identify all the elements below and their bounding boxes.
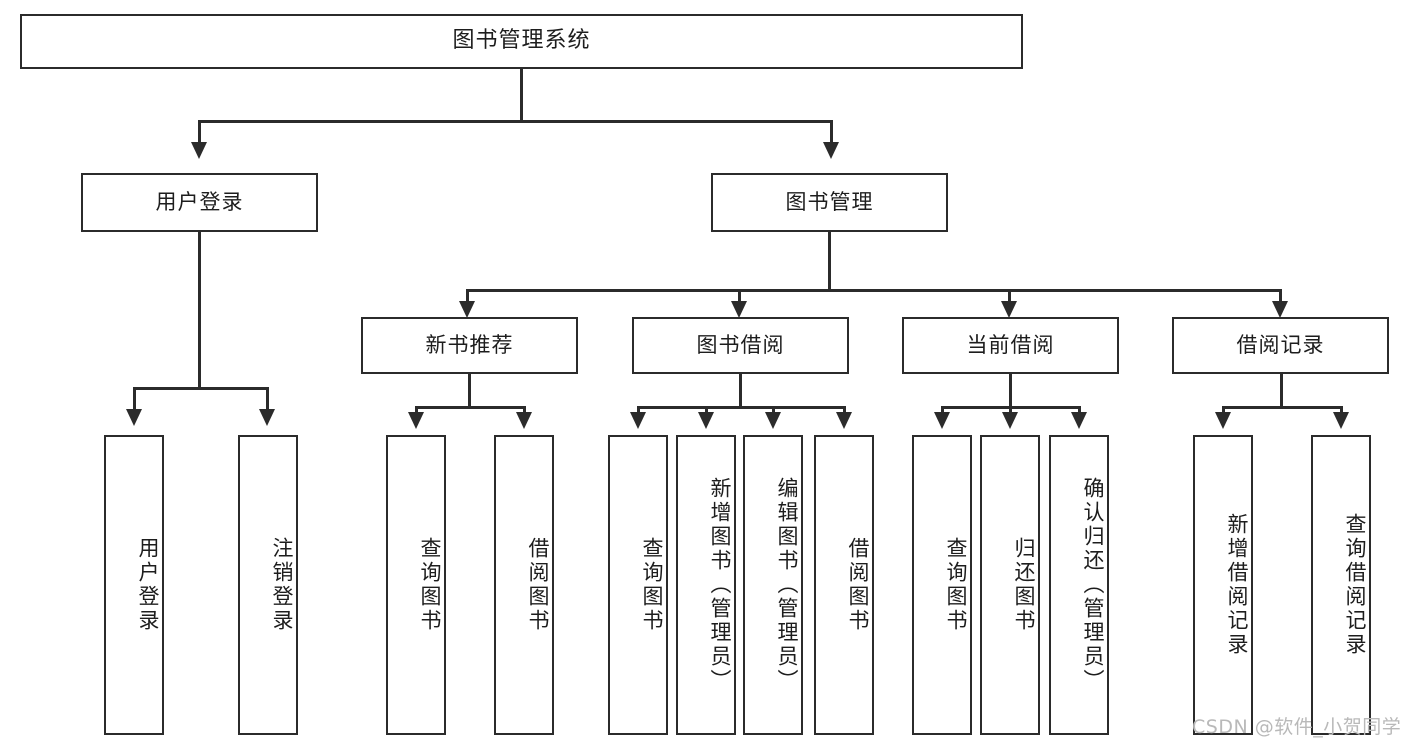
connector-bb-drop-4: [843, 406, 846, 414]
arrowhead-nbr-leaf-1: [408, 412, 424, 429]
connector-nbr-bus: [415, 406, 525, 409]
connector-book-management-stem: [828, 232, 831, 291]
leaf-nbr-query-book[interactable]: 查询图书: [386, 435, 446, 735]
connector-bm-drop-1: [466, 289, 469, 303]
leaf-bb-edit-book-admin[interactable]: 编辑图书（管理员）: [743, 435, 803, 735]
connector-bb-bus: [637, 406, 845, 409]
arrowhead-to-user-login: [191, 142, 207, 159]
leaf-nbr-borrow-book[interactable]: 借阅图书: [494, 435, 554, 735]
arrowhead-bb-leaf-1: [630, 412, 646, 429]
leaf-user-login[interactable]: 用户登录: [104, 435, 164, 735]
node-new-book-recommend[interactable]: 新书推荐: [361, 317, 578, 374]
arrowhead-cb-leaf-1: [934, 412, 950, 429]
connector-cb-drop-1: [941, 406, 944, 414]
connector-user-login-drop-2: [266, 387, 269, 411]
node-book-management[interactable]: 图书管理: [711, 173, 948, 232]
node-label: 图书管理: [785, 189, 874, 214]
connector-bm-drop-2: [738, 289, 741, 303]
arrowhead-to-current-borrow: [1001, 301, 1017, 318]
node-label: 查询图书: [640, 537, 664, 633]
connector-root-drop-left: [198, 120, 201, 144]
connector-br-drop-1: [1222, 406, 1225, 414]
connector-bm-drop-4: [1279, 289, 1282, 303]
connector-br-bus: [1222, 406, 1342, 409]
leaf-br-query-record[interactable]: 查询借阅记录: [1311, 435, 1371, 735]
arrowhead-cb-leaf-2: [1002, 412, 1018, 429]
connector-root-drop-right: [830, 120, 833, 144]
node-borrow-record[interactable]: 借阅记录: [1172, 317, 1389, 374]
node-label: 查询图书: [944, 537, 968, 633]
arrowhead-bb-leaf-4: [836, 412, 852, 429]
connector-cb-drop-2: [1009, 406, 1012, 414]
node-label: 查询图书: [418, 537, 442, 633]
arrowhead-cb-leaf-3: [1071, 412, 1087, 429]
leaf-br-add-record[interactable]: 新增借阅记录: [1193, 435, 1253, 735]
arrowhead-br-leaf-1: [1215, 412, 1231, 429]
connector-nbr-stem: [468, 374, 471, 408]
connector-cb-stem: [1009, 374, 1012, 408]
leaf-bb-add-book-admin[interactable]: 新增图书（管理员）: [676, 435, 736, 735]
arrowhead-to-book-management: [823, 142, 839, 159]
node-label: 注销登录: [270, 537, 294, 633]
node-label: 确认归还（管理员）: [1081, 477, 1105, 693]
arrowhead-to-book-borrow: [731, 301, 747, 318]
node-label: 归还图书: [1012, 537, 1036, 633]
node-root-book-management-system[interactable]: 图书管理系统: [20, 14, 1023, 69]
leaf-cb-confirm-return-admin[interactable]: 确认归还（管理员）: [1049, 435, 1109, 735]
connector-bb-drop-1: [637, 406, 640, 414]
connector-bb-drop-3: [772, 406, 775, 414]
connector-bm-drop-3: [1008, 289, 1011, 303]
arrowhead-to-leaf-user-login: [126, 409, 142, 426]
connector-user-login-bus: [133, 387, 268, 390]
arrowhead-to-leaf-logout: [259, 409, 275, 426]
node-book-borrow[interactable]: 图书借阅: [632, 317, 849, 374]
arrowhead-bb-leaf-3: [765, 412, 781, 429]
connector-br-stem: [1280, 374, 1283, 408]
node-label: 借阅图书: [526, 537, 550, 633]
leaf-cb-return-book[interactable]: 归还图书: [980, 435, 1040, 735]
connector-bb-stem: [739, 374, 742, 408]
connector-nbr-drop-2: [523, 406, 526, 414]
node-label: 用户登录: [155, 189, 244, 214]
connector-nbr-drop-1: [415, 406, 418, 414]
node-label: 新增借阅记录: [1225, 513, 1249, 657]
connector-root-bus: [198, 120, 832, 123]
connector-root-stem: [520, 69, 523, 121]
node-label: 编辑图书（管理员）: [775, 477, 799, 693]
node-label: 借阅记录: [1236, 332, 1325, 357]
connector-bb-drop-2: [705, 406, 708, 414]
node-label: 图书管理系统: [452, 28, 591, 54]
leaf-bb-query-book[interactable]: 查询图书: [608, 435, 668, 735]
node-label: 用户登录: [136, 537, 160, 633]
node-label: 新书推荐: [425, 332, 514, 357]
node-label: 借阅图书: [846, 537, 870, 633]
connector-user-login-stem: [198, 232, 201, 389]
arrowhead-bb-leaf-2: [698, 412, 714, 429]
node-label: 查询借阅记录: [1343, 513, 1367, 657]
arrowhead-nbr-leaf-2: [516, 412, 532, 429]
node-current-borrow[interactable]: 当前借阅: [902, 317, 1119, 374]
node-label: 当前借阅: [966, 332, 1055, 357]
leaf-logout[interactable]: 注销登录: [238, 435, 298, 735]
node-label: 新增图书（管理员）: [708, 477, 732, 693]
connector-book-management-bus: [466, 289, 1281, 292]
connector-user-login-drop-1: [133, 387, 136, 411]
node-label: 图书借阅: [696, 332, 785, 357]
arrowhead-to-borrow-record: [1272, 301, 1288, 318]
arrowhead-to-new-book-recommend: [459, 301, 475, 318]
arrowhead-br-leaf-2: [1333, 412, 1349, 429]
node-user-login[interactable]: 用户登录: [81, 173, 318, 232]
connector-cb-drop-3: [1078, 406, 1081, 414]
leaf-cb-query-book[interactable]: 查询图书: [912, 435, 972, 735]
leaf-bb-borrow-book[interactable]: 借阅图书: [814, 435, 874, 735]
connector-br-drop-2: [1340, 406, 1343, 414]
